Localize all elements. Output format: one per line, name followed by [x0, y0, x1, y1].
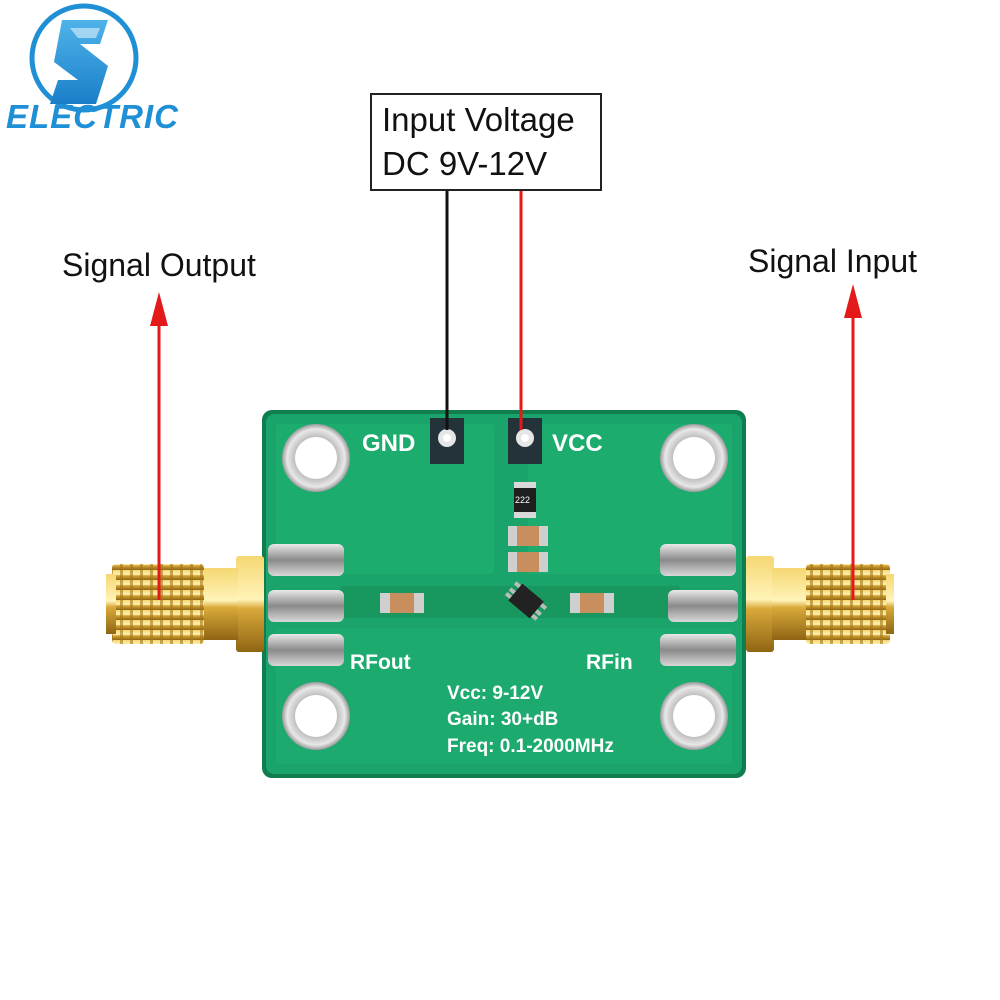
pad-label-gnd: GND: [362, 430, 415, 457]
resistor-code: 222: [515, 495, 530, 505]
capacitor-in: [570, 593, 614, 613]
signal-input-label: Signal Input: [748, 243, 918, 279]
signal-output-arrow: [150, 292, 168, 600]
power-pads: [430, 418, 542, 464]
port-label-rfin: RFin: [586, 651, 633, 674]
brand-logo: [29, 3, 139, 113]
capacitor-c1: [508, 526, 548, 546]
logo-s-mark: [50, 20, 108, 104]
resistor-r1: [514, 482, 536, 518]
capacitor-c2: [508, 552, 548, 572]
capacitor-out: [380, 593, 424, 613]
spec-freq: Freq: 0.1-2000MHz: [447, 736, 614, 757]
signal-input-arrow: [844, 284, 862, 600]
pad-label-vcc: VCC: [552, 430, 603, 457]
spec-vcc: Vcc: 9-12V: [447, 683, 543, 704]
smd-components: [380, 482, 614, 621]
sma-connector-out: [106, 556, 264, 652]
mounting-holes: [282, 424, 728, 750]
solder-pads: [268, 544, 738, 666]
input-voltage-range: DC 9V-12V: [382, 145, 548, 182]
amplifier-chip: [504, 581, 548, 621]
sma-connector-in: [746, 556, 894, 652]
logo-text: ELECTRIC: [6, 98, 179, 135]
signal-output-label: Signal Output: [62, 247, 256, 283]
input-voltage-title: Input Voltage: [382, 101, 575, 138]
port-label-rfout: RFout: [350, 651, 411, 674]
input-voltage-box: Input Voltage DC 9V-12V: [370, 93, 602, 191]
spec-gain: Gain: 30+dB: [447, 709, 558, 730]
